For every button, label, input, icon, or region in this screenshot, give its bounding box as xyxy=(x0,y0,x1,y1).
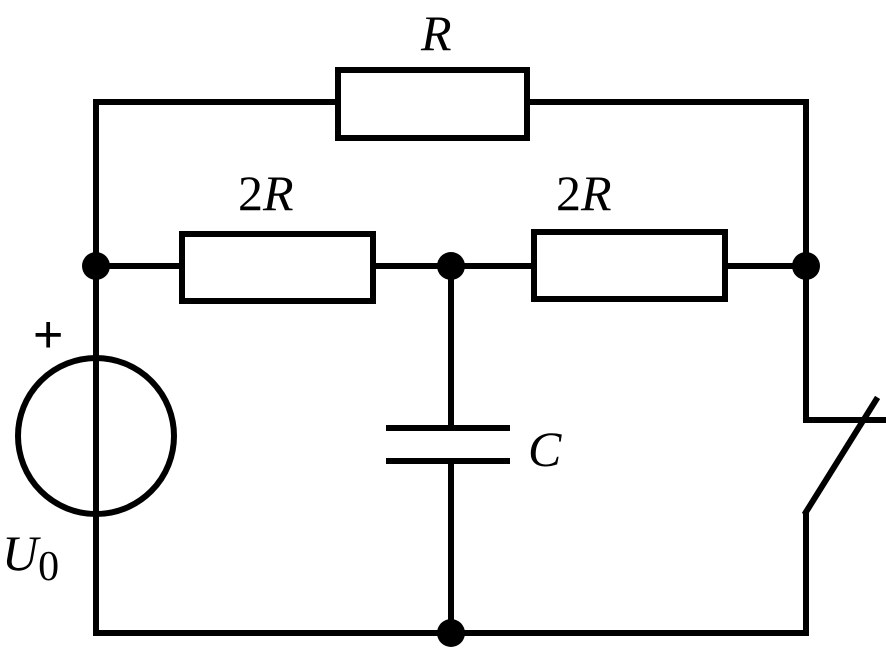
wires xyxy=(93,99,886,636)
label-right-resistor-coef: 2 xyxy=(556,165,581,221)
voltage-source xyxy=(15,355,177,517)
capacitor xyxy=(386,425,510,464)
junction-node-bottom xyxy=(437,619,465,647)
resistor-right xyxy=(531,229,728,302)
label-source: U0 xyxy=(2,525,59,590)
junction-node-right xyxy=(792,252,820,280)
label-source-subscript: 0 xyxy=(38,544,59,590)
label-source-name: U xyxy=(2,525,41,581)
label-right-resistor: 2R xyxy=(556,165,612,221)
resistor-top xyxy=(335,67,530,141)
resistor-left xyxy=(179,231,376,304)
junction-node-left xyxy=(82,252,110,280)
label-right-resistor-var: R xyxy=(580,165,612,221)
label-capacitor: C xyxy=(528,421,562,477)
switch-blade xyxy=(801,395,881,517)
label-left-resistor-var: R xyxy=(262,165,294,221)
junction-node-middle xyxy=(437,252,465,280)
source-plus-sign: + xyxy=(33,306,63,364)
label-left-resistor: 2R xyxy=(238,165,294,221)
label-top-resistor: R xyxy=(420,5,452,61)
label-left-resistor-coef: 2 xyxy=(238,165,263,221)
